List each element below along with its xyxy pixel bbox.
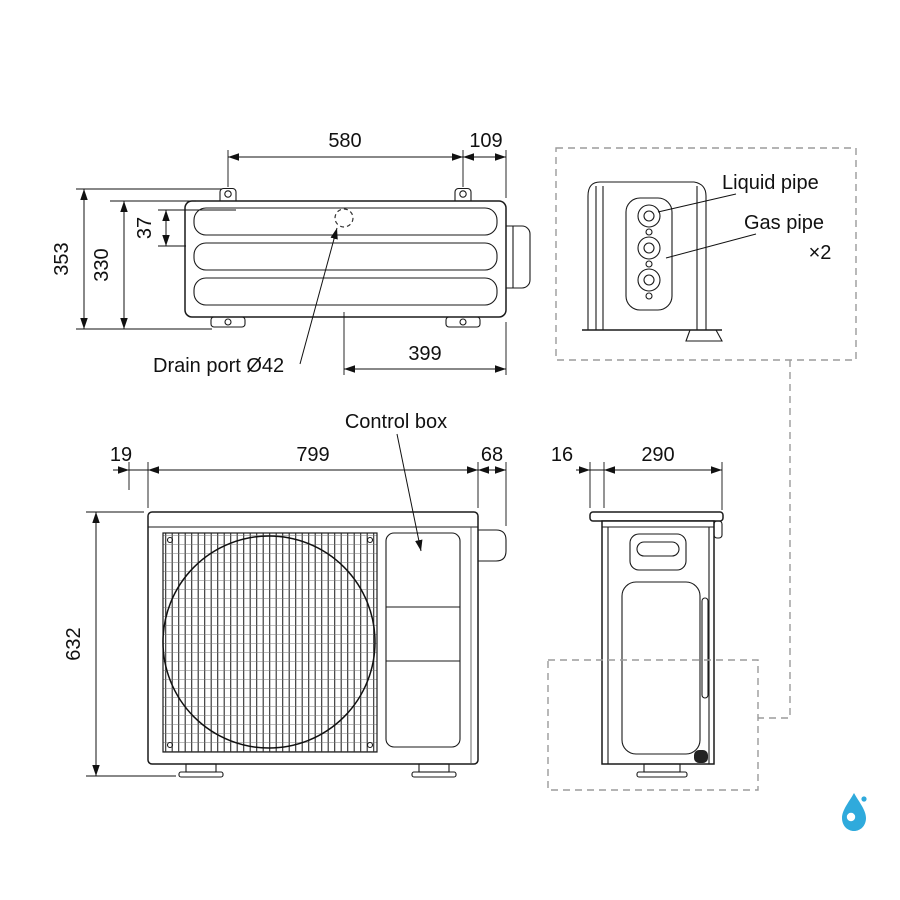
top-grille-slat bbox=[193, 207, 498, 236]
drain-port-callout: Drain port Ø42 bbox=[153, 227, 338, 377]
dim-109-value: 109 bbox=[469, 130, 502, 152]
mounting-bracket-right bbox=[454, 187, 472, 201]
drain-port-circle bbox=[334, 208, 354, 228]
pipe-fitting-liquid bbox=[637, 204, 661, 228]
control-box-callout: Control box bbox=[345, 411, 447, 552]
top-grille-slat bbox=[193, 277, 498, 306]
dim-353-value: 353 bbox=[51, 242, 73, 275]
dim-399: 399 bbox=[343, 312, 507, 375]
dim-353: 353 bbox=[51, 188, 222, 330]
liquid-pipe-label: Liquid pipe bbox=[722, 172, 819, 194]
dim-290: 290 bbox=[603, 444, 723, 510]
dim-580-value: 580 bbox=[328, 130, 361, 152]
water-drop-logo-icon bbox=[842, 793, 867, 831]
front-foot-right bbox=[411, 763, 457, 778]
top-grille-slat bbox=[193, 242, 498, 271]
pipe-detail-view: Liquid pipe Gas pipe ×2 bbox=[555, 147, 857, 361]
pipe-connection-section bbox=[582, 181, 723, 342]
bolt bbox=[645, 228, 653, 236]
dim-16-value: 16 bbox=[551, 444, 573, 466]
dim-399-value: 399 bbox=[408, 343, 441, 365]
dim-37: 37 bbox=[134, 209, 236, 247]
bolt bbox=[645, 292, 653, 300]
dim-799-value: 799 bbox=[296, 444, 329, 466]
side-body bbox=[601, 520, 715, 765]
fan-circle bbox=[162, 535, 376, 749]
top-view-body bbox=[184, 200, 507, 318]
detail-foot bbox=[685, 329, 723, 342]
dim-16: 16 bbox=[551, 444, 604, 508]
dim-632-value: 632 bbox=[63, 627, 85, 660]
gas-pipe-label: Gas pipe bbox=[744, 212, 824, 234]
dim-632: 632 bbox=[63, 511, 176, 777]
side-panel bbox=[621, 581, 701, 755]
dim-799: 799 bbox=[147, 444, 479, 508]
gas-pipe-callout: Gas pipe bbox=[665, 212, 824, 259]
dim-19: 19 bbox=[110, 444, 148, 490]
drain-elbow bbox=[694, 750, 708, 763]
dim-37-value: 37 bbox=[134, 217, 156, 239]
side-bracket bbox=[478, 529, 507, 562]
dim-330-value: 330 bbox=[91, 248, 113, 281]
bolt bbox=[645, 260, 653, 268]
valve-cover-protrusion bbox=[506, 225, 531, 289]
dim-68: 68 bbox=[478, 444, 507, 526]
rear-bracket-edge bbox=[713, 520, 723, 539]
dim-68-value: 68 bbox=[481, 444, 503, 466]
detail-dashed-frame bbox=[555, 147, 857, 361]
valve-plate bbox=[625, 197, 673, 311]
liquid-pipe-callout: Liquid pipe bbox=[657, 172, 819, 213]
dim-19-value: 19 bbox=[110, 444, 132, 466]
quantity-note: ×2 bbox=[809, 242, 832, 264]
dim-109: 109 bbox=[463, 130, 507, 198]
front-foot-left bbox=[178, 763, 224, 778]
pipe-fitting-gas-2 bbox=[637, 268, 661, 292]
foot-left bbox=[210, 316, 246, 328]
front-view: Control box 19 799 68 632 bbox=[63, 411, 507, 778]
side-foot bbox=[636, 763, 688, 778]
fan-grille bbox=[162, 532, 378, 753]
control-box-panel bbox=[385, 532, 461, 748]
foot-right bbox=[445, 316, 481, 328]
drain-port-label: Drain port Ø42 bbox=[153, 355, 284, 377]
pipe-fitting-gas-1 bbox=[637, 236, 661, 260]
side-view: 16 290 bbox=[547, 444, 759, 791]
side-strip bbox=[701, 597, 709, 699]
dim-290-value: 290 bbox=[641, 444, 674, 466]
dim-330: 330 bbox=[91, 200, 196, 329]
handle-recess bbox=[629, 533, 687, 571]
control-box-label: Control box bbox=[345, 411, 447, 433]
top-view: 580 109 353 330 37 bbox=[51, 130, 531, 377]
side-top-cap bbox=[589, 511, 724, 522]
mounting-bracket-left bbox=[219, 187, 237, 201]
zoom-area-dashed-frame bbox=[547, 659, 759, 791]
